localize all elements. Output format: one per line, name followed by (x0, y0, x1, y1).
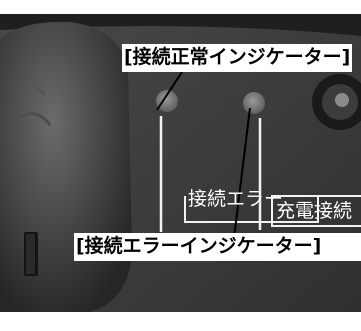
ok-callout-leader (156, 71, 183, 111)
bottom-margin (0, 312, 361, 331)
connection-error-led (243, 92, 265, 114)
error-callout-leader (233, 107, 251, 239)
connection-error-panel-label: 接続エラー (188, 188, 284, 210)
charge-socket-pin (335, 93, 349, 107)
cover-embossing (18, 84, 47, 97)
panel-top-edge (0, 14, 361, 36)
charge-label-frame (271, 195, 361, 227)
top-margin (0, 0, 361, 14)
connection-error-indicator-callout: [接続エラーインジケーター] (74, 233, 361, 261)
charge-connect-panel-label: 充電接続 (276, 200, 353, 222)
connection-ok-led (156, 90, 178, 112)
charge-panel-label: 充電 (335, 234, 361, 256)
round-cover (0, 21, 132, 313)
connection-ok-indicator-callout: [接続正常インジケーター] (122, 44, 352, 72)
cover-embossing-2 (14, 112, 52, 126)
error-label-bracket (184, 196, 319, 223)
latch-tab-inner (26, 234, 35, 274)
